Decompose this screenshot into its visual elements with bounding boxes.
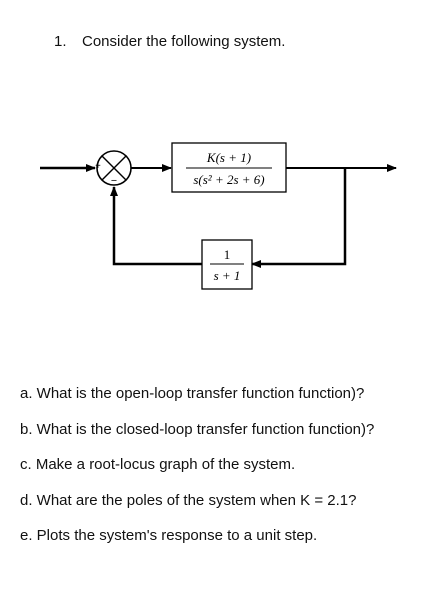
summing-junction: + − bbox=[95, 150, 132, 187]
feedback-numerator: 1 bbox=[224, 247, 231, 262]
question-parts-list: a. What is the open-loop transfer functi… bbox=[20, 384, 374, 562]
question-text: Consider the following system. bbox=[82, 33, 286, 50]
minus-sign: − bbox=[111, 175, 117, 187]
question-part-d: d. What are the poles of the system when… bbox=[20, 491, 357, 509]
forward-denominator: s(s² + 2s + 6) bbox=[193, 172, 264, 187]
forward-transfer-block: K(s + 1) s(s² + 2s + 6) bbox=[171, 142, 287, 193]
forward-numerator: K(s + 1) bbox=[206, 150, 251, 165]
question-part-c: c. Make a root-locus graph of the system… bbox=[20, 456, 296, 473]
question-number: 1. bbox=[54, 33, 67, 50]
feedback-transfer-block: 1 s + 1 bbox=[201, 239, 253, 290]
question-heading: 1. Consider the following system. bbox=[54, 33, 285, 50]
feedback-denominator: s + 1 bbox=[214, 268, 241, 283]
question-part-e: e. Plots the system's response to a unit… bbox=[20, 527, 318, 544]
question-part-a: a. What is the open-loop transfer functi… bbox=[20, 385, 365, 402]
feedback-return-line bbox=[110, 186, 202, 266]
feedback-takeoff-line bbox=[251, 168, 347, 268]
question-part-b: b. What is the closed-loop transfer func… bbox=[20, 420, 375, 438]
plus-sign: + bbox=[95, 161, 101, 172]
